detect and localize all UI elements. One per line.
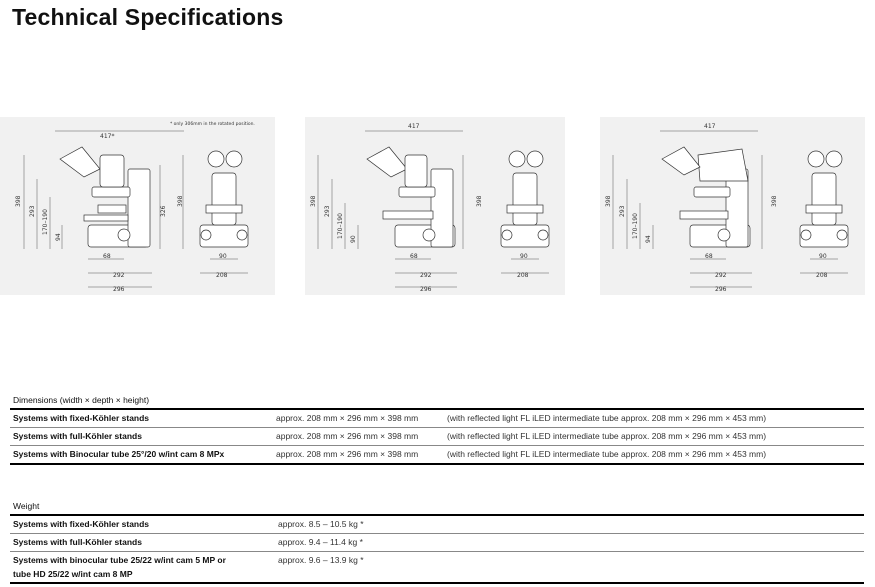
table-row-label: Systems with binocular tube 25/22 w/int … bbox=[13, 555, 226, 565]
dimensions-section-title: Dimensions (width × depth × height) bbox=[13, 395, 150, 405]
table-divider bbox=[10, 427, 864, 428]
svg-text:208: 208 bbox=[216, 272, 228, 279]
diagram-panel-camera-tube: 417 398 293 170–190 94 398 68 292 296 bbox=[600, 117, 865, 295]
svg-text:292: 292 bbox=[113, 272, 125, 279]
svg-text:208: 208 bbox=[517, 272, 529, 279]
table-row-label: Systems with fixed-Köhler stands bbox=[13, 519, 150, 529]
table-row-value: approx. 9.4 – 11.4 kg * bbox=[278, 537, 363, 547]
svg-text:296: 296 bbox=[420, 286, 432, 293]
svg-text:326: 326 bbox=[160, 205, 167, 217]
svg-text:296: 296 bbox=[113, 286, 125, 293]
microscope-drawing: 417 398 293 170–190 94 398 68 292 296 bbox=[605, 123, 849, 293]
svg-text:208: 208 bbox=[816, 272, 828, 279]
table-divider bbox=[10, 463, 864, 465]
table-row-label: Systems with full-Köhler stands bbox=[13, 431, 142, 441]
svg-text:398: 398 bbox=[15, 195, 22, 207]
table-row-note: (with reflected light FL iLED intermedia… bbox=[447, 449, 767, 459]
table-row-value: approx. 208 mm × 296 mm × 398 mm bbox=[276, 449, 419, 459]
svg-text:68: 68 bbox=[103, 253, 111, 260]
svg-text:398: 398 bbox=[476, 195, 483, 207]
svg-text:417: 417 bbox=[704, 123, 716, 130]
table-row-note: (with reflected light FL iLED intermedia… bbox=[447, 431, 767, 441]
svg-text:68: 68 bbox=[705, 253, 713, 260]
svg-text:292: 292 bbox=[420, 272, 432, 279]
microscope-drawing: * only 306mm in the rotated position. 41… bbox=[15, 121, 255, 293]
diagram-note: * only 306mm in the rotated position. bbox=[170, 121, 255, 127]
table-row-value: approx. 208 mm × 296 mm × 398 mm bbox=[276, 413, 419, 423]
svg-text:398: 398 bbox=[177, 195, 184, 207]
table-row-value: approx. 208 mm × 296 mm × 398 mm bbox=[276, 431, 419, 441]
table-divider bbox=[10, 408, 864, 410]
svg-text:170–190: 170–190 bbox=[632, 213, 639, 239]
table-row-value: approx. 8.5 – 10.5 kg * bbox=[278, 519, 364, 529]
svg-text:90: 90 bbox=[350, 235, 357, 243]
weight-section-title: Weight bbox=[13, 501, 40, 511]
svg-text:90: 90 bbox=[520, 253, 528, 260]
svg-text:94: 94 bbox=[55, 233, 62, 241]
table-divider bbox=[10, 514, 864, 516]
svg-text:296: 296 bbox=[715, 286, 727, 293]
table-row-note: (with reflected light FL iLED intermedia… bbox=[447, 413, 767, 423]
svg-text:170–190: 170–190 bbox=[337, 213, 344, 239]
table-row-label: tube HD 25/22 w/int cam 8 MP bbox=[13, 569, 133, 579]
microscope-drawing: 417 398 293 170–190 90 398 68 292 296 bbox=[310, 123, 550, 293]
svg-text:417: 417 bbox=[408, 123, 420, 130]
table-divider bbox=[10, 551, 864, 552]
svg-text:398: 398 bbox=[605, 195, 612, 207]
table-row-value: approx. 9.6 – 13.9 kg * bbox=[278, 555, 364, 565]
diagram-panel-fixed-kohler: * only 306mm in the rotated position. 41… bbox=[0, 117, 275, 295]
table-row-label: Systems with Binocular tube 25°/20 w/int… bbox=[13, 449, 225, 459]
svg-text:293: 293 bbox=[619, 205, 626, 217]
svg-text:90: 90 bbox=[219, 253, 227, 260]
diagram-panel-full-kohler: 417 398 293 170–190 90 398 68 292 296 bbox=[305, 117, 565, 295]
table-row-label: Systems with full-Köhler stands bbox=[13, 537, 142, 547]
svg-text:68: 68 bbox=[410, 253, 418, 260]
svg-text:292: 292 bbox=[715, 272, 727, 279]
table-row-label: Systems with fixed-Köhler stands bbox=[13, 413, 150, 423]
table-divider bbox=[10, 445, 864, 446]
svg-text:293: 293 bbox=[324, 205, 331, 217]
page-title: Technical Specifications bbox=[12, 4, 284, 30]
svg-text:94: 94 bbox=[645, 235, 652, 243]
table-divider bbox=[10, 582, 864, 584]
svg-text:90: 90 bbox=[819, 253, 827, 260]
svg-text:293: 293 bbox=[29, 205, 36, 217]
table-divider bbox=[10, 533, 864, 534]
svg-text:170–190: 170–190 bbox=[42, 209, 49, 235]
svg-text:398: 398 bbox=[310, 195, 317, 207]
svg-text:398: 398 bbox=[771, 195, 778, 207]
svg-text:417*: 417* bbox=[100, 133, 114, 140]
